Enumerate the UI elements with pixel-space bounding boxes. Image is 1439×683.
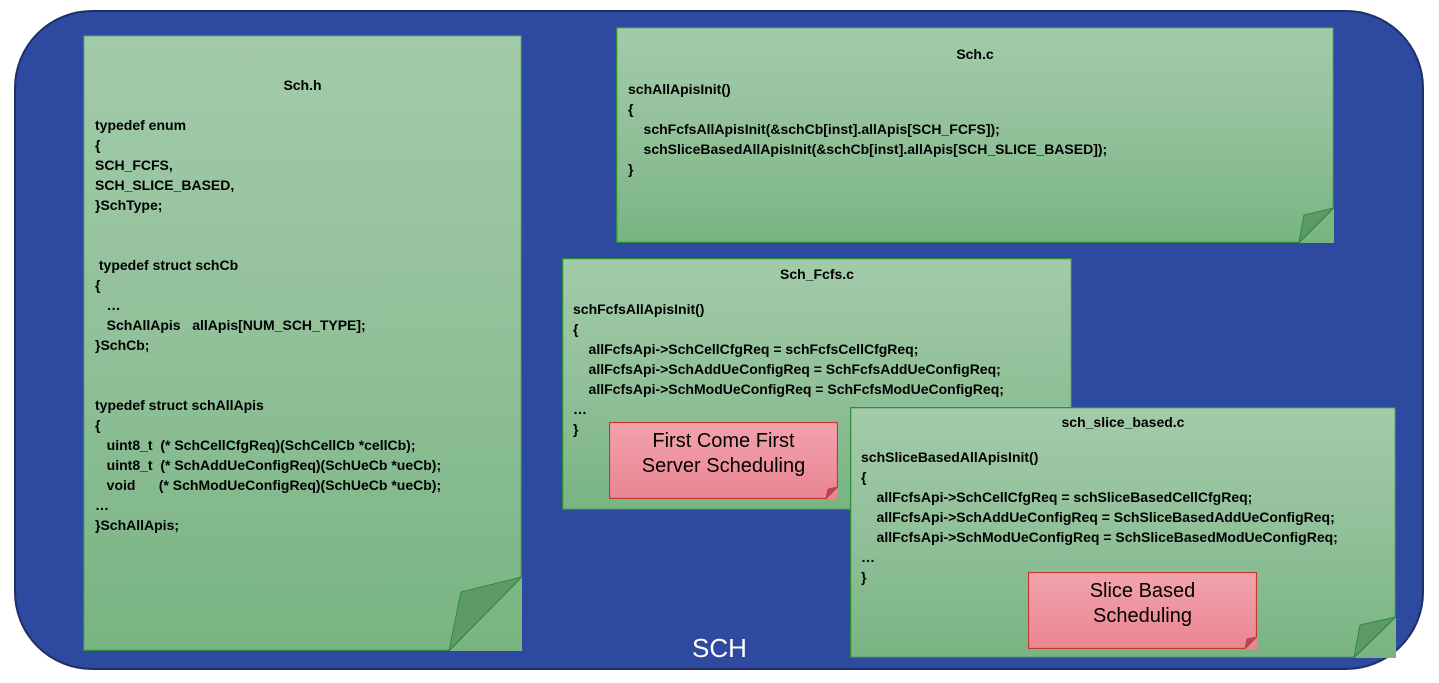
callout-fcfs: First Come First Server Scheduling	[609, 422, 838, 499]
note-sch-c: Sch.c schAllApisInit() { schFcfsAllApisI…	[616, 27, 1334, 243]
callout-slice: Slice Based Scheduling	[1028, 572, 1257, 649]
note-sch-fcfs-c-code: schFcfsAllApisInit() { allFcfsApi->SchCe…	[573, 301, 1004, 437]
note-sch-h-title: Sch.h	[283, 77, 322, 93]
callout-fcfs-text: First Come First Server Scheduling	[641, 430, 806, 477]
callout-slice-text: Slice Based Scheduling	[1089, 580, 1196, 627]
note-sch-c-shape	[616, 27, 1334, 243]
callout-fcfs-shape	[609, 422, 838, 499]
callout-slice-shape	[1028, 572, 1257, 649]
note-sch-slice-based-c-code: schSliceBasedAllApisInit() { allFcfsApi-…	[861, 449, 1338, 585]
note-sch-h-code: typedef enum { SCH_FCFS, SCH_SLICE_BASED…	[95, 117, 442, 533]
note-sch-c-code: schAllApisInit() { schFcfsAllApisInit(&s…	[628, 81, 1108, 177]
container-label: SCH	[692, 633, 747, 663]
note-sch-h-shape	[83, 35, 522, 651]
note-sch-c-title: Sch.c	[956, 46, 994, 62]
note-sch-slice-based-c-title: sch_slice_based.c	[1061, 414, 1185, 430]
note-sch-fcfs-c-title: Sch_Fcfs.c	[780, 266, 854, 282]
note-sch-slice-based-c-shape	[850, 407, 1396, 658]
note-sch-h: Sch.h typedef enum { SCH_FCFS, SCH_SLICE…	[83, 35, 522, 651]
